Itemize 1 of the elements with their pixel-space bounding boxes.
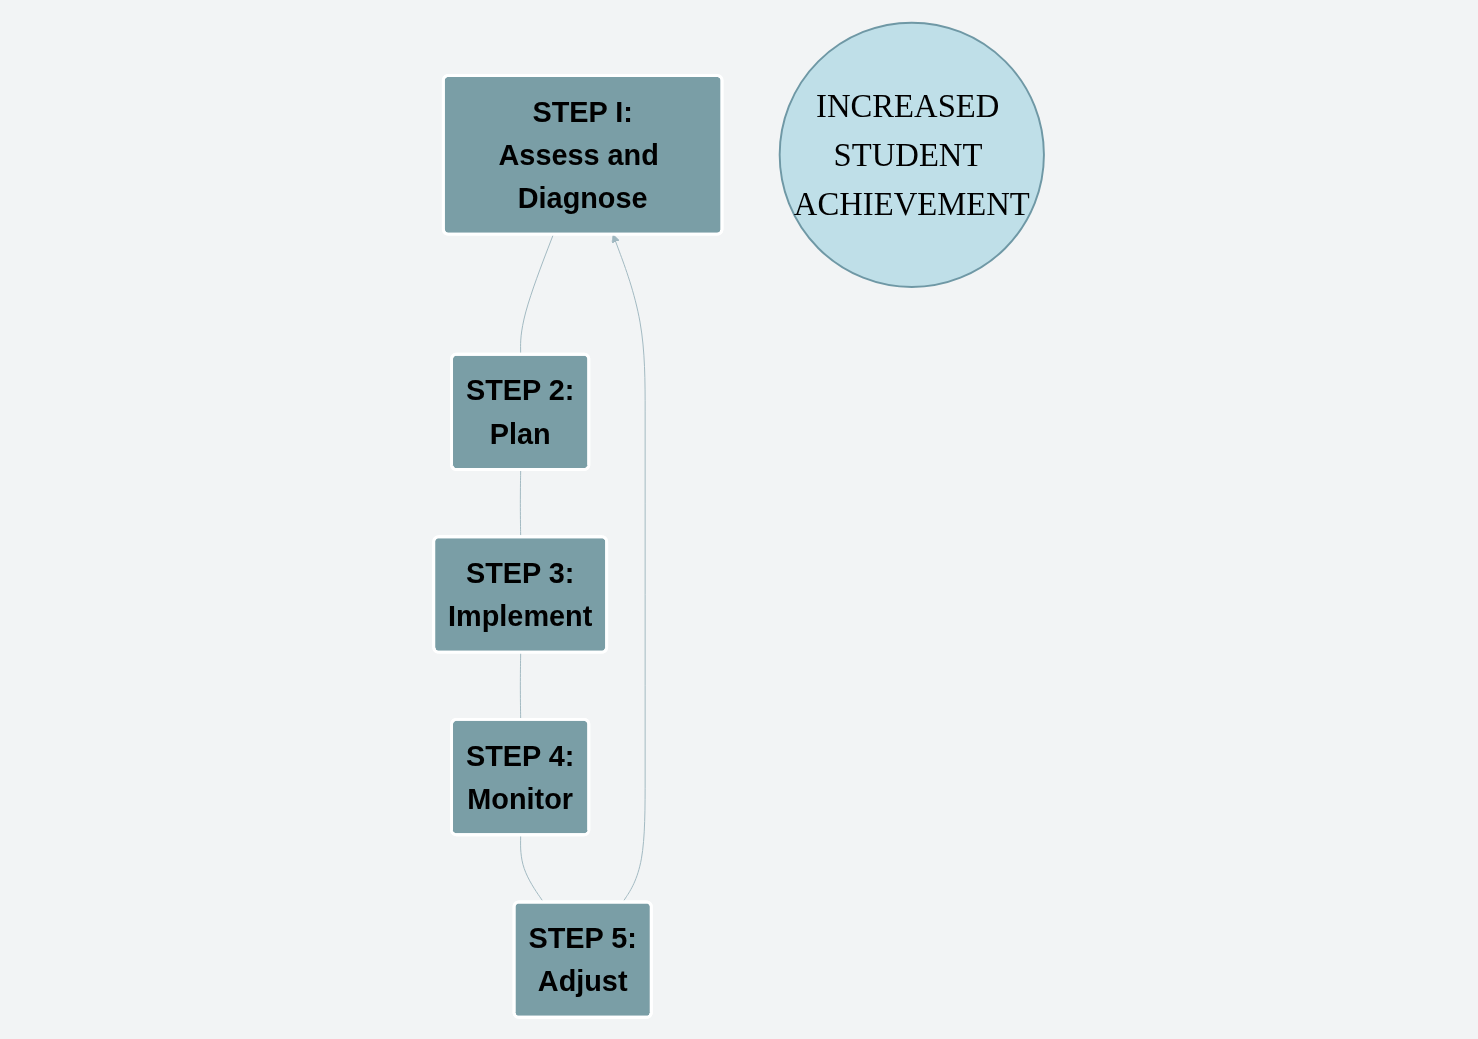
node-circle: INCREASED STUDENT ACHIEVEMENT (778, 21, 1046, 288)
